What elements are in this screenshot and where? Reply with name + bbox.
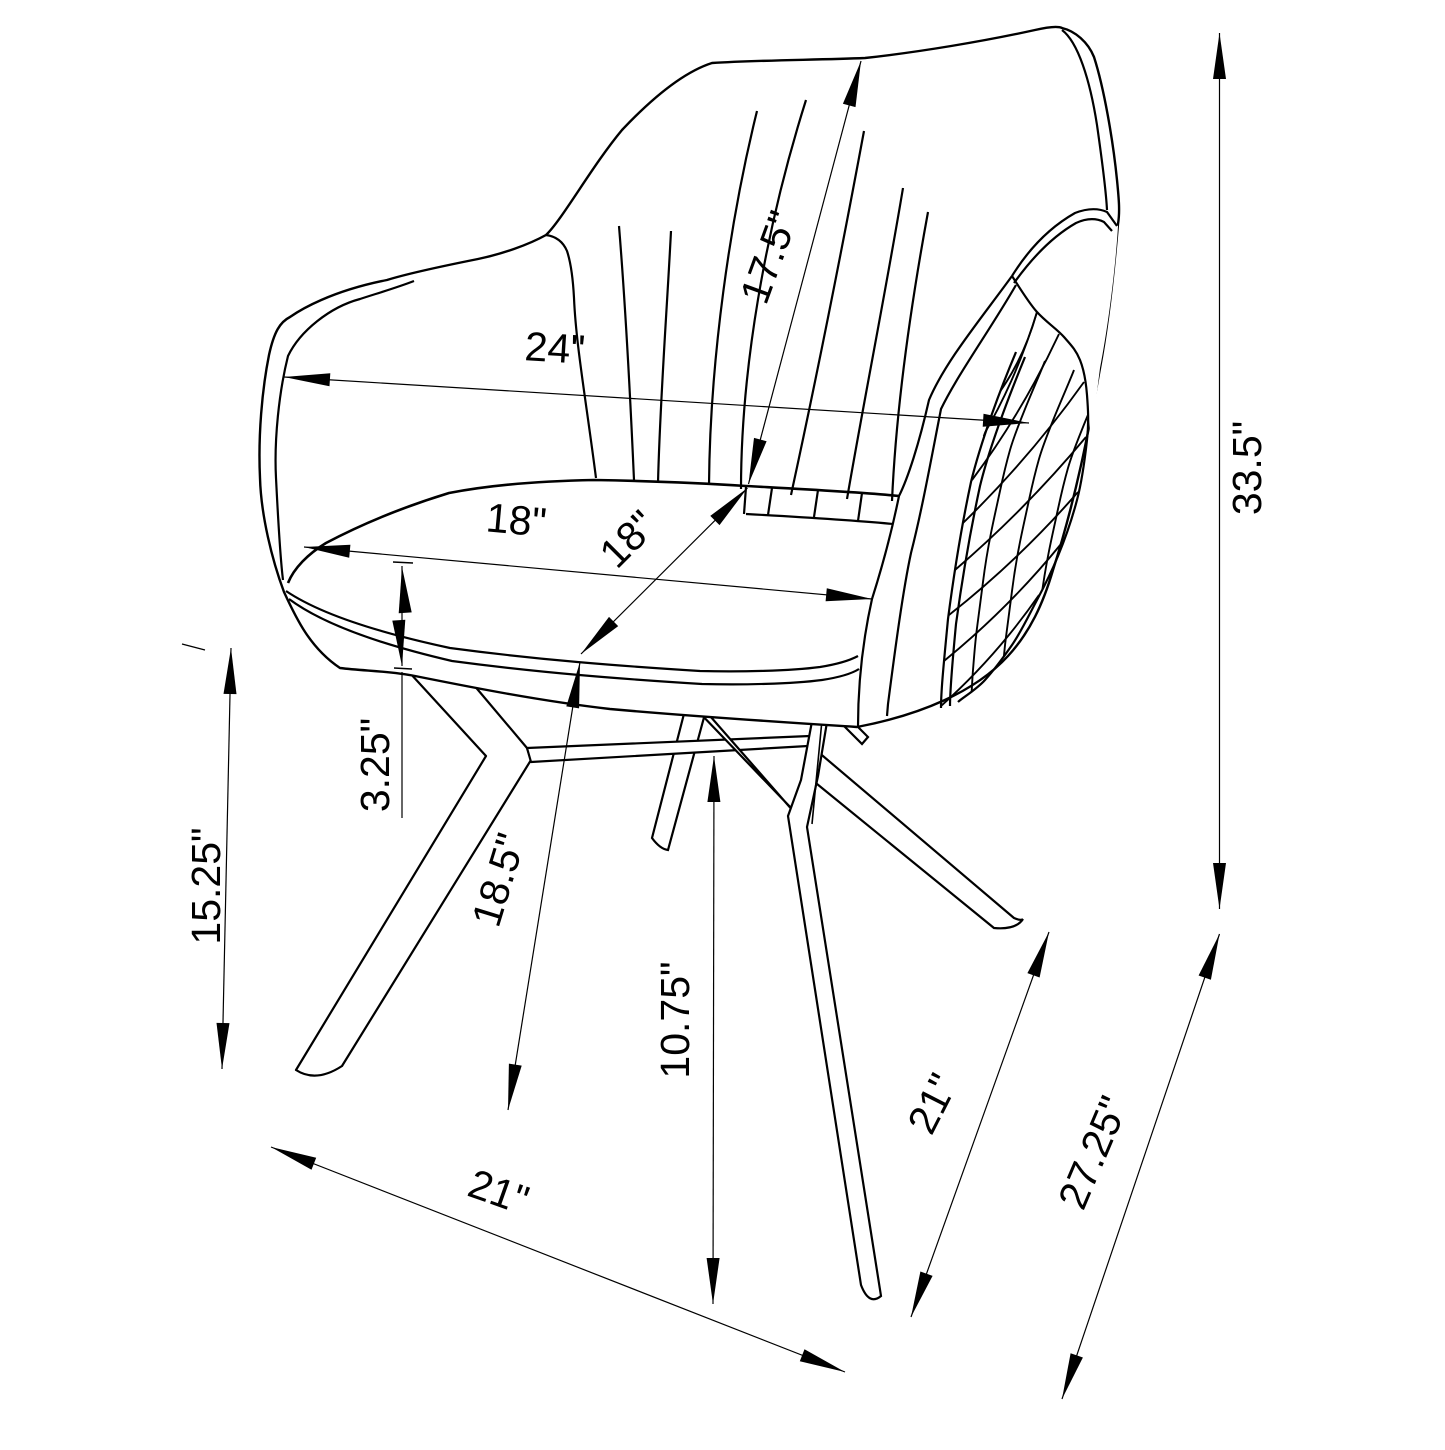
svg-text:24": 24" [523,323,586,373]
svg-text:10.75": 10.75" [652,961,698,1078]
svg-text:33.5": 33.5" [1224,421,1270,515]
svg-text:3.25": 3.25" [352,718,398,812]
svg-text:18": 18" [484,494,548,545]
svg-text:15.25": 15.25" [183,827,229,944]
